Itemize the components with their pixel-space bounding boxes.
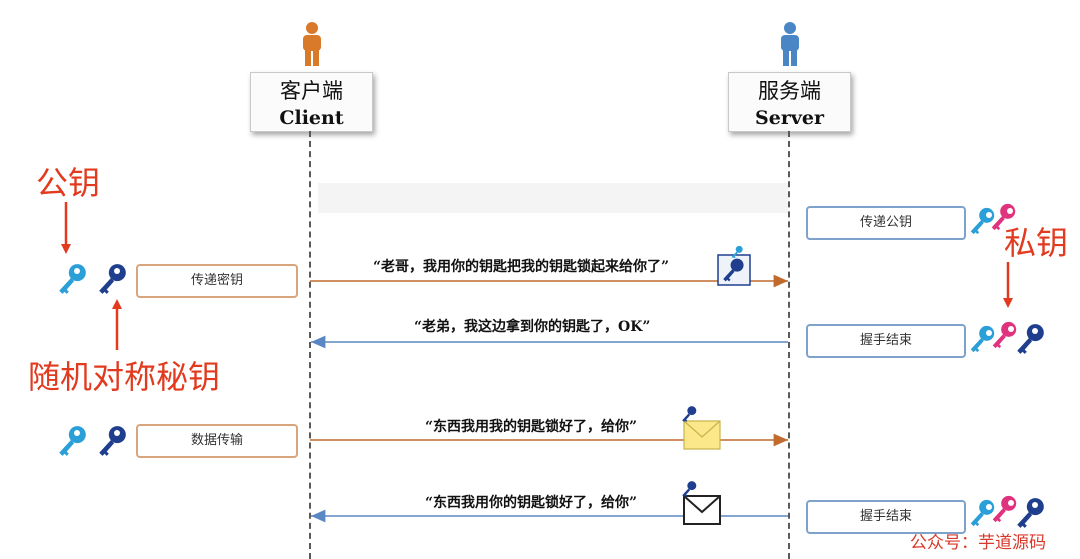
label-private-key: 私钥 bbox=[1004, 224, 1069, 262]
client-person-icon bbox=[303, 22, 321, 66]
note-handshake-end-2: 握手结束 bbox=[806, 500, 966, 534]
private-key-icon-3 bbox=[989, 494, 1019, 524]
symmetric-key-icon-2 bbox=[95, 424, 129, 458]
note-send-public-key: 传递公钥 bbox=[806, 206, 966, 240]
label-public-key: 公钥 bbox=[36, 164, 101, 202]
private-key-icon bbox=[988, 202, 1018, 232]
public-key-icon-server-2 bbox=[967, 324, 997, 354]
envelope-black-icon bbox=[682, 481, 721, 525]
symmetric-key-icon bbox=[95, 262, 129, 296]
server-actor-box: 服务端 Server bbox=[728, 72, 851, 132]
label-random-symmetric-key: 随机对称秘钥 bbox=[28, 358, 221, 396]
server-label-cn: 服务端 bbox=[758, 79, 821, 103]
server-person-icon bbox=[781, 22, 799, 66]
public-key-icon-server-3 bbox=[967, 498, 997, 528]
public-key-icon-server bbox=[967, 206, 997, 236]
public-key-icon bbox=[55, 262, 89, 296]
symmetric-key-icon-server bbox=[1013, 322, 1047, 356]
message-4-text: “东西我用你的钥匙锁好了，给你” bbox=[425, 495, 638, 511]
server-lifeline bbox=[788, 131, 790, 559]
red-arrowhead-private bbox=[1003, 298, 1013, 308]
message-1-text: “老哥，我用你的钥匙把我的钥匙锁起来给你了” bbox=[373, 259, 670, 275]
message-3-text: “东西我用我的钥匙锁好了，给你” bbox=[425, 419, 638, 435]
envelope-yellow-icon bbox=[682, 406, 721, 450]
symmetric-key-icon-server-2 bbox=[1013, 496, 1047, 530]
client-actor-box: 客户端 Client bbox=[250, 72, 373, 132]
note-data-transfer: 数据传输 bbox=[136, 424, 298, 458]
public-key-icon-2 bbox=[55, 424, 89, 458]
red-arrowhead-symmetric bbox=[112, 299, 122, 309]
client-lifeline bbox=[309, 131, 311, 559]
client-label-en: Client bbox=[279, 107, 344, 129]
red-arrowhead-public bbox=[61, 244, 71, 254]
locked-key-box-icon bbox=[717, 245, 751, 286]
background-band bbox=[318, 183, 788, 213]
client-label-cn: 客户端 bbox=[280, 79, 343, 103]
server-label-en: Server bbox=[755, 107, 824, 129]
private-key-icon-2 bbox=[989, 320, 1019, 350]
note-send-secret-key: 传递密钥 bbox=[136, 264, 298, 298]
message-2-text: “老弟，我这边拿到你的钥匙了，OK” bbox=[414, 319, 651, 335]
note-handshake-end-1: 握手结束 bbox=[806, 324, 966, 358]
watermark: 公众号：芋道源码 bbox=[910, 533, 1046, 553]
